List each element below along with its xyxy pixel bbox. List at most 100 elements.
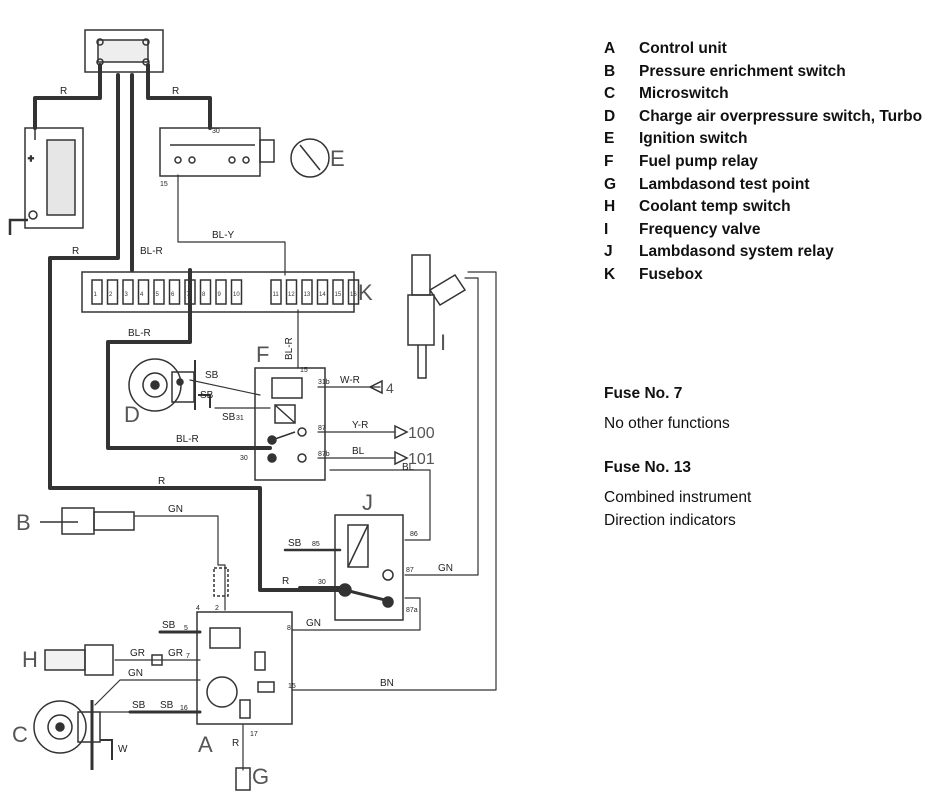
fuse-number: 10 (233, 292, 240, 298)
fuse-slot (168, 279, 181, 305)
coolant-temp-switch (44, 644, 163, 676)
wire-label: SB (222, 412, 236, 423)
control-unit (196, 567, 293, 725)
fuse-13-line: Direction indicators (604, 512, 736, 529)
fuse-7-line: No other functions (604, 415, 730, 432)
fuse-7-info: Fuse No. 7 No other functions (604, 382, 730, 435)
wire-label: SB (288, 538, 302, 549)
lambdasond-test-point (235, 767, 251, 791)
fuse-slot (91, 279, 103, 305)
wire-label: GN (128, 668, 143, 679)
fuse-slot (347, 279, 360, 305)
fuse-number: 14 (319, 292, 326, 298)
ignition-switch (159, 127, 330, 178)
component-label-k: K (358, 280, 373, 305)
fuse-slot (153, 279, 165, 305)
fuse-number: 6 (171, 292, 175, 298)
wire-r-ignition (146, 63, 212, 130)
legend-item: F Fuel pump relay (604, 151, 944, 174)
legend-item: G Lambdasond test point (604, 174, 944, 197)
fuse-slot (137, 279, 150, 305)
component-label-j: J (362, 490, 373, 515)
terminal-label: 5 (184, 625, 188, 632)
legend-label: Control unit (639, 40, 727, 57)
terminal-label: 30 (318, 579, 326, 586)
fuse-slot (215, 279, 227, 305)
legend-key: B (604, 62, 616, 80)
output-101-label: 101 (408, 451, 435, 468)
fuse-slot (106, 279, 119, 305)
fuse-number: 16 (350, 292, 357, 298)
wire-label: GN (438, 563, 453, 574)
wire-label: W (118, 744, 128, 755)
component-label-h: H (22, 647, 38, 672)
terminal-label: 31b (318, 379, 330, 386)
fuse-13-info: Fuse No. 13 Combined instrument Directio… (604, 456, 751, 532)
terminal-label: 87b (318, 451, 330, 458)
terminal-label: 30 (240, 455, 248, 462)
terminal-label: 7 (186, 653, 190, 660)
fuse-number: 11 (273, 292, 280, 298)
legend-label: Pressure enrichment switch (639, 62, 846, 80)
legend-label: Fuel pump relay (639, 152, 758, 170)
component-label-b: B (16, 510, 31, 535)
legend-item: B Pressure enrichment switch (604, 61, 944, 84)
component-label-e: E (330, 146, 345, 171)
wire-sb-d (189, 379, 261, 396)
wire-label: GN (168, 504, 183, 515)
terminal-label: 30 (212, 128, 220, 135)
wire-gn-c (94, 679, 201, 706)
fuse-slot (122, 279, 134, 305)
battery: + (8, 127, 84, 235)
wire-label: R (60, 86, 67, 97)
legend-key: K (604, 265, 616, 283)
fuse-slot (184, 279, 196, 305)
legend-key: G (604, 175, 617, 193)
terminal-label: 4 (196, 605, 200, 612)
fuse-number: 12 (288, 292, 295, 298)
component-label-i: I (440, 330, 446, 355)
control-unit-connector (84, 29, 164, 73)
legend-label: Ignition switch (639, 130, 748, 148)
terminal-label: 87 (406, 567, 414, 574)
terminal-label: 15 (160, 181, 168, 188)
legend-key: I (604, 220, 609, 238)
fuse-13-line: Combined instrument (604, 489, 752, 506)
fuse-number: 2 (109, 292, 113, 298)
component-label-a: A (198, 732, 213, 757)
wire-label: BL-R (140, 246, 163, 257)
wire-bl-down (329, 469, 431, 541)
wire-label: BL-Y (212, 230, 235, 241)
pressure-enrichment-switch (40, 507, 135, 535)
wire-label: BL (352, 446, 365, 457)
legend-label: Lambdasond test point (639, 175, 810, 193)
output-100-arrow (394, 424, 409, 440)
wire-label: SB (160, 700, 174, 711)
wire-label: GR (130, 648, 145, 659)
legend-label: Coolant temp switch (639, 198, 791, 216)
fuse-7-title: Fuse No. 7 (604, 385, 683, 402)
lambdasond-relay (334, 514, 404, 621)
fuse-number: 5 (156, 292, 160, 298)
terminal-label: 86 (410, 531, 418, 538)
wire-label: GN (306, 618, 321, 629)
legend-key: C (604, 85, 616, 103)
legend-key: D (604, 107, 616, 125)
output-100-label: 100 (408, 425, 435, 442)
wire-label: R (158, 476, 165, 487)
wire-label: BL-R (176, 434, 199, 445)
legend-key: F (604, 152, 614, 170)
output-4-arrow (368, 379, 383, 395)
wire-label: SB (162, 620, 176, 631)
fuse-number: 13 (304, 292, 311, 298)
wire-r-main (48, 73, 342, 592)
fuse-number: 8 (202, 292, 206, 298)
fuse-number: 7 (187, 292, 191, 298)
fuse-number: 9 (218, 292, 222, 298)
svg-text:+: + (28, 154, 34, 165)
